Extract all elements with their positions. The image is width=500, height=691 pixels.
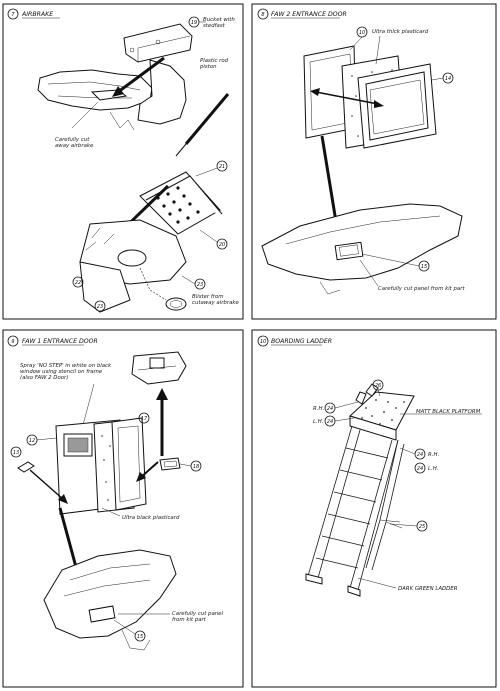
panel-title: BOARDING LADDER	[271, 338, 332, 345]
plasticard-callout: Ultra thick plasticard	[372, 29, 429, 35]
panel-title: AIRBRAKE	[21, 11, 53, 18]
fit-arrow	[117, 56, 165, 94]
part-number: 26	[375, 383, 381, 389]
panel-faw1-door: 9 FAW 1 ENTRANCE DOOR Spray 'NO STEP' in…	[2, 329, 244, 688]
part-number: 23	[197, 282, 203, 288]
ladder-callout: DARK GREEN LADDER	[398, 586, 458, 592]
part-number: 25	[419, 524, 425, 530]
cut-panel	[88, 605, 116, 623]
part-number: 15	[137, 634, 143, 640]
part-number: 17	[141, 416, 148, 422]
fuselage-nose	[261, 203, 463, 281]
cut-panel	[334, 241, 364, 261]
part-number: 24	[327, 406, 333, 412]
svg-text:L.H.: L.H.	[428, 466, 438, 472]
piston-rod	[184, 93, 230, 145]
part-number: 20	[219, 242, 225, 248]
lh-label: L.H.	[313, 419, 323, 425]
panel-title: FAW 2 ENTRANCE DOOR	[271, 11, 347, 18]
fuselage-section	[37, 69, 153, 111]
blister	[165, 297, 187, 311]
part-number: 24	[417, 452, 423, 458]
airbrake-side-panel	[79, 261, 131, 313]
part-number: 14	[445, 76, 451, 82]
panel-faw2-door: 8 FAW 2 ENTRANCE DOOR 10 Ultra thick pla…	[251, 3, 497, 320]
cut-panel-callout: Carefully cut panel from kit part	[378, 286, 465, 292]
part-number: 24	[417, 466, 423, 472]
part-number: 22	[75, 280, 81, 286]
part-number: 19	[191, 20, 197, 26]
panel-frame	[251, 3, 497, 320]
panel-frame	[2, 3, 244, 320]
part-number: 12	[29, 438, 35, 444]
step-number: 7	[11, 12, 15, 18]
fuselage-section	[43, 549, 177, 639]
part-number: 10	[359, 30, 365, 36]
step-badge	[7, 8, 19, 20]
part-number: 21	[219, 164, 225, 170]
panel-title: FAW 1 ENTRANCE DOOR	[22, 338, 98, 345]
part-number: 13	[13, 450, 19, 456]
fuselage-cutaway-chunk	[137, 59, 187, 125]
airbrake-bucket	[123, 23, 193, 63]
panel-frame	[251, 329, 497, 688]
step-number: 10	[260, 339, 266, 345]
svg-text:R.H.: R.H.	[428, 452, 439, 458]
ladder-rungs	[315, 447, 389, 569]
panel-frame	[2, 329, 244, 688]
rh-label: R.H.	[313, 406, 324, 412]
platform-callout: MATT BLACK PLATFORM	[416, 409, 481, 415]
door-handle	[17, 461, 35, 473]
step-number: 8	[261, 12, 264, 18]
door-outer-frame	[111, 417, 147, 511]
step-number: 9	[11, 339, 14, 345]
step-bracket	[159, 457, 181, 471]
part-number: 18	[193, 464, 199, 470]
plasticard-callout: Ultra black plasticard	[122, 515, 180, 521]
part-number: 24	[327, 419, 333, 425]
panel-boarding-ladder: 10 BOARDING LADDER	[251, 329, 497, 688]
part-number: 15	[421, 264, 427, 270]
part-number: 23	[97, 304, 103, 310]
